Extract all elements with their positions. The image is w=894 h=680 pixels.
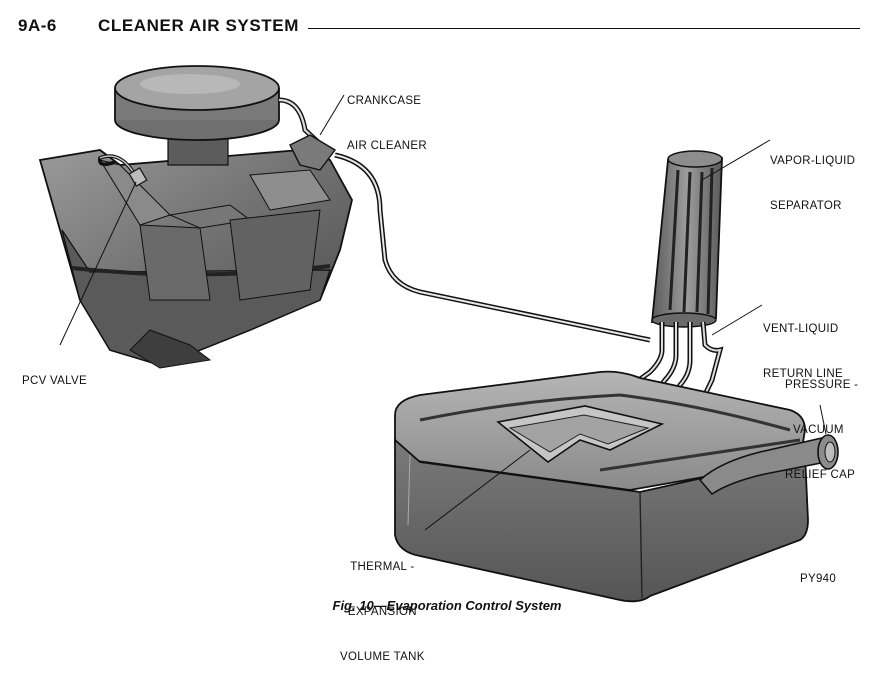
header-rule bbox=[308, 28, 860, 29]
label-line: VOLUME TANK bbox=[340, 651, 425, 663]
label-line: RELIEF CAP bbox=[785, 469, 856, 481]
label-pressure-vacuum-relief-cap: PRESSURE - VACUUM RELIEF CAP bbox=[785, 348, 858, 498]
label-vent-liquid-return-line: VENT-LIQUID RETURN LINE bbox=[763, 292, 843, 397]
leader-lines bbox=[59, 94, 827, 531]
label-line: VAPOR-LIQUID bbox=[770, 155, 856, 167]
vapor-liquid-separator bbox=[651, 150, 723, 328]
page-header: 9A-6 CLEANER AIR SYSTEM bbox=[18, 14, 878, 44]
label-line: PRESSURE - bbox=[785, 379, 859, 391]
label-line: VACUUM bbox=[793, 424, 844, 436]
page-number: 9A-6 bbox=[18, 16, 57, 35]
crankcase-hoses bbox=[98, 97, 337, 187]
thermal-expansion-volume-tank bbox=[496, 405, 665, 463]
label-vapor-liquid-separator: VAPOR-LIQUID SEPARATOR bbox=[770, 124, 855, 229]
fuel-tank bbox=[394, 370, 809, 603]
evaporation-control-diagram bbox=[38, 65, 839, 603]
figure-caption: Fig. 10—Evaporation Control System bbox=[332, 598, 562, 613]
label-line: VENT-LIQUID bbox=[763, 323, 839, 335]
label-crankcase-air-cleaner: CRANKCASE AIR CLEANER bbox=[347, 64, 427, 169]
label-line: AIR CLEANER bbox=[347, 140, 427, 152]
label-pcv-valve: PCV VALVE bbox=[22, 344, 87, 404]
vapor-line bbox=[334, 152, 651, 343]
label-line: CRANKCASE bbox=[347, 95, 422, 107]
label-line: RETURN LINE bbox=[763, 368, 843, 380]
label-line: PCV VALVE bbox=[22, 375, 87, 387]
filler-neck bbox=[698, 434, 839, 496]
engine bbox=[38, 65, 353, 369]
label-line: SEPARATOR bbox=[770, 200, 842, 212]
section-title: CLEANER AIR SYSTEM bbox=[98, 16, 299, 35]
label-line: THERMAL - bbox=[350, 561, 415, 573]
figure-reference: PY940 bbox=[800, 573, 837, 585]
label-line: EXPANSION bbox=[347, 606, 417, 618]
